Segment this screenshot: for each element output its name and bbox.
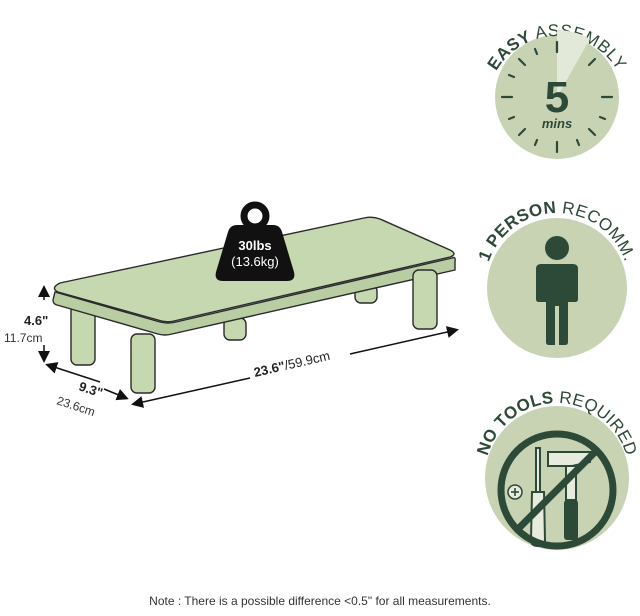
person-icon (536, 236, 578, 345)
no-tools-icon (497, 430, 617, 550)
assembly-minutes-unit: mins (542, 116, 572, 131)
measurement-note: Note : There is a possible difference <0… (149, 594, 491, 608)
depth-dimension: 9.3" 23.6cm (45, 362, 129, 419)
prohibition-ring (497, 430, 617, 550)
height-dimension: 4.6" 11.7cm (4, 285, 50, 363)
width-metric: /59.9cm (283, 348, 331, 373)
prohibition-slash (514, 447, 600, 533)
depth-imperial: 9.3" (77, 379, 105, 401)
weight-capacity-metric: (13.6kg) (231, 254, 279, 269)
easy-assembly-badge: EASY ASSEMBLY 5 mins (484, 21, 630, 159)
height-metric: 11.7cm (4, 331, 42, 345)
depth-metric: 23.6cm (55, 394, 97, 419)
assembly-minutes-number: 5 (545, 73, 569, 122)
stand-leg-front-right (412, 269, 438, 330)
stand-leg-front-middle (130, 333, 156, 394)
one-person-badge: 1 PERSON RECOMM. (475, 198, 639, 358)
svg-text:23.6"/59.9cm: 23.6"/59.9cm (252, 348, 331, 380)
no-tools-badge: NO TOOLS REQUIRED (473, 388, 640, 550)
weight-capacity-label: 30lbs (238, 238, 271, 253)
clock-minute-wedge (557, 30, 590, 97)
stand-top-edge (52, 256, 456, 336)
weight-capacity-icon: 30lbs (13.6kg) (215, 201, 295, 281)
width-dimension: 23.6"/59.9cm (131, 326, 459, 408)
width-imperial: 23.6" (252, 358, 286, 380)
height-imperial: 4.6" (24, 313, 48, 328)
